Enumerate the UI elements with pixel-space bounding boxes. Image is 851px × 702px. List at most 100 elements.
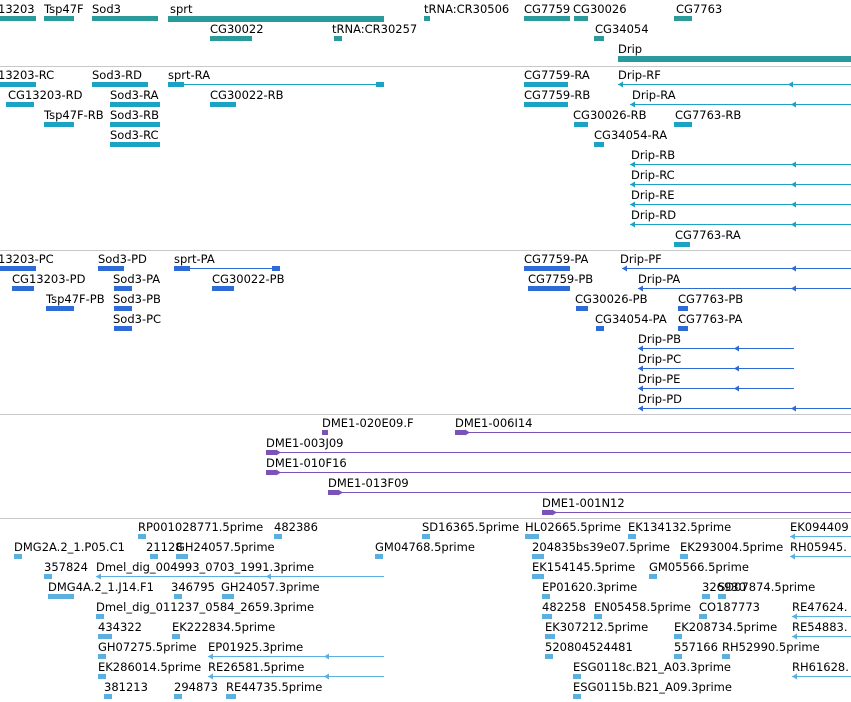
feature-glyph-esg0115b-b21-a09-3prime[interactable] <box>573 693 581 700</box>
feature-label-sod3-ra[interactable]: Sod3-RA <box>110 88 159 102</box>
feature-glyph-ek154145-5prime[interactable] <box>532 573 544 580</box>
feature-label-drip-pa[interactable]: Drip-PA <box>638 272 681 286</box>
feature-label-cg13203-pd[interactable]: CG13203-PD <box>12 272 86 286</box>
feature-label-dme1-010f16[interactable]: DME1-010F16 <box>266 456 347 470</box>
feature-glyph-trna-cr30257[interactable] <box>334 35 342 42</box>
feature-label-482386[interactable]: 482386 <box>274 520 318 534</box>
feature-glyph-cg13203-pd[interactable] <box>12 285 34 292</box>
feature-label-482258[interactable]: 482258 <box>542 600 586 614</box>
feature-label-294873[interactable]: 294873 <box>174 680 218 694</box>
feature-label-357824[interactable]: 357824 <box>44 560 88 574</box>
feature-label-sod3-rd[interactable]: Sod3-RD <box>92 68 142 82</box>
feature-glyph-gm04768-5prime[interactable] <box>375 553 383 560</box>
feature-glyph-gh07275-5prime[interactable] <box>98 653 106 660</box>
feature-label-re26581-5prime[interactable]: RE26581.5prime <box>208 660 305 674</box>
feature-glyph-re44735-5prime[interactable] <box>226 693 236 700</box>
feature-glyph-tsp47f-pb[interactable] <box>46 305 74 312</box>
feature-glyph-204835bs39e07-5prime[interactable] <box>532 553 544 560</box>
feature-glyph-sprt[interactable] <box>168 15 384 23</box>
feature-label-cg34054-pa[interactable]: CG34054-PA <box>595 312 667 326</box>
feature-glyph-gm05566-5prime[interactable] <box>649 573 657 580</box>
feature-label-drip-rb[interactable]: Drip-RB <box>631 148 676 162</box>
feature-glyph-rh61628[interactable] <box>792 673 851 680</box>
feature-label-drip-pc[interactable]: Drip-PC <box>638 352 682 366</box>
feature-glyph-tsp47f[interactable] <box>44 15 74 22</box>
feature-glyph-drip-pd[interactable] <box>638 405 851 412</box>
feature-glyph-dme1-001n12[interactable] <box>542 509 851 516</box>
feature-glyph-cg34054-ra[interactable] <box>594 141 604 148</box>
feature-label-dme1-001n12[interactable]: DME1-001N12 <box>542 496 625 510</box>
feature-label-sod3[interactable]: Sod3 <box>92 2 121 16</box>
feature-label-ek222834-5prime[interactable]: EK222834.5prime <box>172 620 276 634</box>
feature-label-sprt[interactable]: sprt <box>170 2 193 16</box>
feature-glyph-hl02665-5prime[interactable] <box>525 533 539 540</box>
feature-glyph-sprt-pa[interactable] <box>174 265 280 272</box>
feature-label-sprt-pa[interactable]: sprt-PA <box>174 252 215 266</box>
feature-glyph-cg13203-rd[interactable] <box>6 101 34 108</box>
feature-label-cg7759[interactable]: CG7759 <box>524 2 571 16</box>
feature-glyph-sod3-rd[interactable] <box>92 81 148 88</box>
feature-label-dmg4a-2-1-j14-f1[interactable]: DMG4A.2_1.J14.F1 <box>48 580 154 594</box>
feature-glyph-rh52990-5prime[interactable] <box>722 653 730 660</box>
feature-glyph-sod3-ra[interactable] <box>110 101 160 108</box>
feature-label-drip-rd[interactable]: Drip-RD <box>631 208 677 222</box>
feature-label-dmel-dig-004993-0703-1991-3prime[interactable]: Dmel_dig_004993_0703_1991.3prime <box>96 560 315 574</box>
feature-label-cg13203-rc[interactable]: 13203-RC <box>0 68 55 82</box>
feature-label-sod3-pc[interactable]: Sod3-PC <box>113 312 162 326</box>
feature-glyph-294873[interactable] <box>174 693 182 700</box>
feature-glyph-drip-pa[interactable] <box>638 285 851 292</box>
feature-label-cg7759-ra[interactable]: CG7759-RA <box>524 68 590 82</box>
feature-glyph-dmg4a-2-1-j14-f1[interactable] <box>48 593 74 600</box>
feature-label-346795[interactable]: 346795 <box>171 580 215 594</box>
feature-label-cg34054-ra[interactable]: CG34054-RA <box>594 128 668 142</box>
feature-label-sod3-rb[interactable]: Sod3-RB <box>110 108 159 122</box>
feature-label-re47624[interactable]: RE47624. <box>792 600 848 614</box>
feature-glyph-rh05945[interactable] <box>790 553 851 560</box>
feature-label-204835bs39e07-5prime[interactable]: 204835bs39e07.5prime <box>532 540 671 554</box>
feature-label-cg30022-rb[interactable]: CG30022-RB <box>210 88 284 102</box>
feature-label-esg0115b-b21-a09-3prime[interactable]: ESG0115b.B21_A09.3prime <box>573 680 732 694</box>
feature-glyph-cg13203-rc[interactable] <box>0 81 36 88</box>
feature-glyph-cg30026-rb[interactable] <box>574 121 588 128</box>
feature-glyph-520804524481[interactable] <box>545 653 553 660</box>
feature-label-cg7759-pa[interactable]: CG7759-PA <box>524 252 589 266</box>
feature-label-cg7763-pa[interactable]: CG7763-PA <box>678 312 743 326</box>
feature-glyph-cg7759-rb[interactable] <box>524 101 568 108</box>
feature-label-sd16365-5prime[interactable]: SD16365.5prime <box>422 520 520 534</box>
feature-label-cg7763[interactable]: CG7763 <box>676 2 723 16</box>
feature-label-sod3-rc[interactable]: Sod3-RC <box>110 128 159 142</box>
feature-label-gm04768-5prime[interactable]: GM04768.5prime <box>375 540 475 554</box>
feature-label-drip-pb[interactable]: Drip-PB <box>638 332 682 346</box>
feature-label-326930[interactable]: 326930 <box>702 580 746 594</box>
feature-glyph-326930[interactable] <box>702 593 710 600</box>
feature-glyph-dme1-003j09[interactable] <box>266 449 851 456</box>
feature-label-ek307212-5prime[interactable]: EK307212.5prime <box>545 620 649 634</box>
feature-label-co187773[interactable]: CO187773 <box>699 600 760 614</box>
feature-glyph-ek094409[interactable] <box>790 533 851 540</box>
feature-glyph-381213[interactable] <box>104 693 112 700</box>
feature-glyph-cg34054-pa[interactable] <box>596 325 604 332</box>
feature-glyph-dme1-006i14[interactable] <box>455 429 851 436</box>
feature-glyph-dmel-dig-011237-0584-2659-3prime[interactable] <box>96 613 104 620</box>
feature-glyph-cg13203[interactable] <box>0 15 36 22</box>
feature-glyph-21128[interactable] <box>150 553 158 560</box>
feature-glyph-dme1-013f09[interactable] <box>328 489 851 496</box>
feature-glyph-557166[interactable] <box>674 653 682 660</box>
feature-glyph-cg7759-ra[interactable] <box>524 81 568 88</box>
feature-label-cg13203-rd[interactable]: CG13203-RD <box>8 88 83 102</box>
feature-glyph-drip-rb[interactable] <box>630 161 851 168</box>
feature-glyph-sprt-ra[interactable] <box>168 81 384 88</box>
feature-label-dme1-020e09-f[interactable]: DME1-020E09.F <box>322 416 414 430</box>
feature-glyph-drip-ra[interactable] <box>630 101 851 108</box>
feature-glyph-dmel-dig-004993-0703-1991-3prime[interactable] <box>96 573 384 580</box>
feature-label-381213[interactable]: 381213 <box>104 680 148 694</box>
feature-glyph-sd16365-5prime[interactable] <box>422 533 430 540</box>
feature-label-sod3-pb[interactable]: Sod3-PB <box>113 292 161 306</box>
feature-label-gh24057-5prime[interactable]: GH24057.5prime <box>176 540 275 554</box>
feature-glyph-cg13203-pc[interactable] <box>0 265 36 272</box>
feature-label-hl02665-5prime[interactable]: HL02665.5prime <box>525 520 622 534</box>
feature-label-sd07874-5prime[interactable]: SD07874.5prime <box>718 580 816 594</box>
feature-glyph-cg7759[interactable] <box>524 15 570 22</box>
feature-glyph-en05458-5prime[interactable] <box>594 613 602 620</box>
feature-label-drip-rc[interactable]: Drip-RC <box>631 168 675 182</box>
